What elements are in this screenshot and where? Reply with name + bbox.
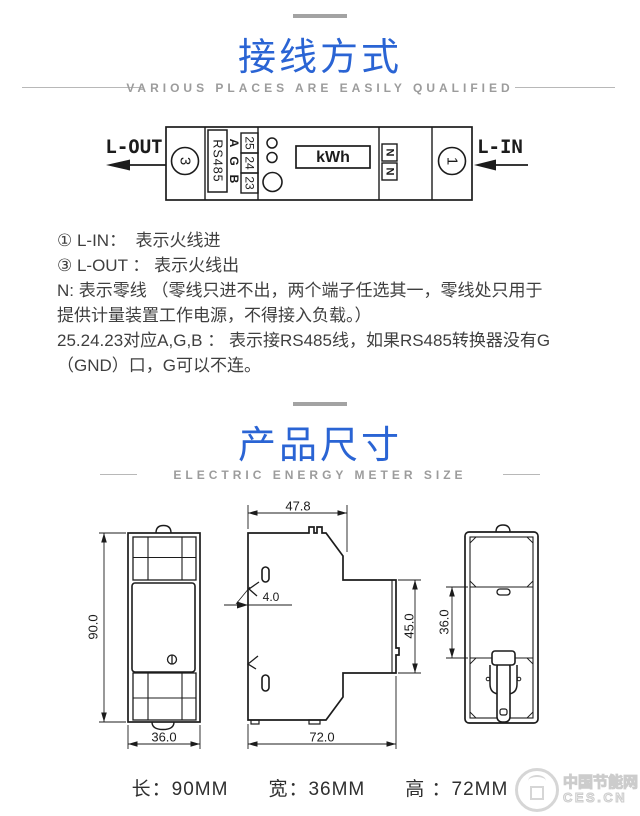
terminal-24-label: 24 xyxy=(243,156,257,170)
dimension-drawings: 90.0 36.0 47.8 4.0 45.0 72.0 36.0 xyxy=(86,499,539,749)
terminal-23-box xyxy=(240,172,259,194)
height-label: 高 ： xyxy=(405,779,452,800)
note-line: N: 表示零线 （零线只进不出，两个端子任选其一，零线处只用于 xyxy=(57,281,543,300)
meter-body xyxy=(165,126,473,201)
l-in-label: L-IN xyxy=(477,136,523,158)
top-tab xyxy=(495,524,511,533)
height-item: 高 ： 72MM xyxy=(405,774,508,801)
clip-stem xyxy=(496,661,511,723)
subtitle-rule-left xyxy=(22,87,143,88)
terminal-slot xyxy=(261,566,270,583)
terminal-23-label: 23 xyxy=(243,176,257,190)
length-value: 90MM xyxy=(171,779,229,800)
foot-tab xyxy=(250,719,260,725)
wiring-section-title: 接线方式 xyxy=(237,37,402,79)
front-view xyxy=(99,524,201,749)
side-depth-dim: 72.0 xyxy=(309,730,334,745)
front-width-dim: 36.0 xyxy=(151,730,176,745)
section-accent-bar xyxy=(293,14,347,18)
size-summary: 长： 90MM 宽： 36MM 高 ： 72MM xyxy=(0,774,640,801)
note-line: ③ L-OUT ： 表示火线出 xyxy=(57,256,240,275)
note-line: 25.24.23对应A,G,B ： 表示接RS485线，如果RS485转换器没有… xyxy=(57,331,551,350)
length-item: 长： 90MM xyxy=(132,774,229,801)
clip-slot xyxy=(499,708,508,716)
wiring-diagram: L-OUT 3 RS485 A G B 25 24 23 kWh N N 1 L… xyxy=(105,126,528,201)
subtitle-rule-left xyxy=(100,474,137,475)
terminal-letter-b: B xyxy=(227,175,241,184)
side-profile xyxy=(247,526,400,721)
indicator-led xyxy=(266,137,278,149)
neutral-label: N xyxy=(384,168,396,176)
indicator-led xyxy=(266,151,278,164)
width-value: 36MM xyxy=(308,779,366,800)
length-label: 长： xyxy=(131,779,172,800)
l-out-arrowhead xyxy=(106,159,130,171)
side-view xyxy=(224,505,421,749)
wiring-section-subtitle: VARIOUS PLACES ARE EASILY QUALIFIED xyxy=(126,81,514,95)
bottom-terminal-block xyxy=(132,672,197,721)
wiring-notes: ① L-IN： 表示火线进 ③ L-OUT ： 表示火线出 N: 表示零线 （零… xyxy=(57,228,613,378)
neutral-box xyxy=(381,162,398,181)
kwh-display-box xyxy=(295,145,371,169)
width-label: 宽： xyxy=(268,779,309,800)
side-face-height-dim: 45.0 xyxy=(402,613,417,638)
rail-hook xyxy=(247,581,260,597)
front-height-dim: 90.0 xyxy=(86,614,101,639)
display-panel xyxy=(131,582,196,673)
note-line: （GND）口，G可以不连。 xyxy=(57,356,261,375)
rear-body xyxy=(464,531,539,724)
subtitle-rule-right xyxy=(503,474,540,475)
top-terminal-block xyxy=(132,536,197,581)
terminal-3-circle xyxy=(170,146,200,176)
rear-rail-dim: 36.0 xyxy=(437,609,452,634)
rail-hook xyxy=(246,655,259,670)
meter-button xyxy=(262,171,283,193)
terminal-letter-a: A xyxy=(227,139,241,148)
section-accent-bar xyxy=(293,402,347,406)
neutral-label: N xyxy=(384,149,396,157)
terminal-25-label: 25 xyxy=(243,136,257,150)
terminal-1-circle xyxy=(437,146,467,176)
rear-view xyxy=(446,524,539,724)
neutral-box xyxy=(381,143,398,162)
clip-cap xyxy=(491,650,516,666)
l-out-label: L-OUT xyxy=(105,136,162,158)
kwh-label: kWh xyxy=(316,149,350,166)
terminal-3-label: 3 xyxy=(177,157,194,165)
side-top-width-dim: 47.8 xyxy=(285,499,310,514)
height-value: 72MM xyxy=(451,779,509,800)
l-in-arrowhead xyxy=(474,159,496,171)
foot-tab xyxy=(308,719,321,725)
size-section-subtitle: ELECTRIC ENERGY METER SIZE xyxy=(173,468,467,482)
width-item: 宽： 36MM xyxy=(268,774,365,801)
rs485-label: RS485 xyxy=(211,139,225,182)
terminal-letter-g: G xyxy=(227,156,241,165)
terminal-slot xyxy=(261,674,270,692)
size-section-title: 产品尺寸 xyxy=(237,425,402,467)
note-line: 提供计量装置工作电源，不得接入负载。） xyxy=(57,306,372,325)
top-tab xyxy=(155,524,172,534)
rail-channel-slot xyxy=(496,588,511,596)
side-clip-dim: 4.0 xyxy=(263,590,280,604)
rs485-box xyxy=(207,129,228,193)
front-body xyxy=(127,532,201,723)
terminal-1-label: 1 xyxy=(444,157,461,165)
bottom-tab xyxy=(151,721,175,731)
note-line: ① L-IN： 表示火线进 xyxy=(57,231,221,250)
subtitle-rule-right xyxy=(515,87,615,88)
